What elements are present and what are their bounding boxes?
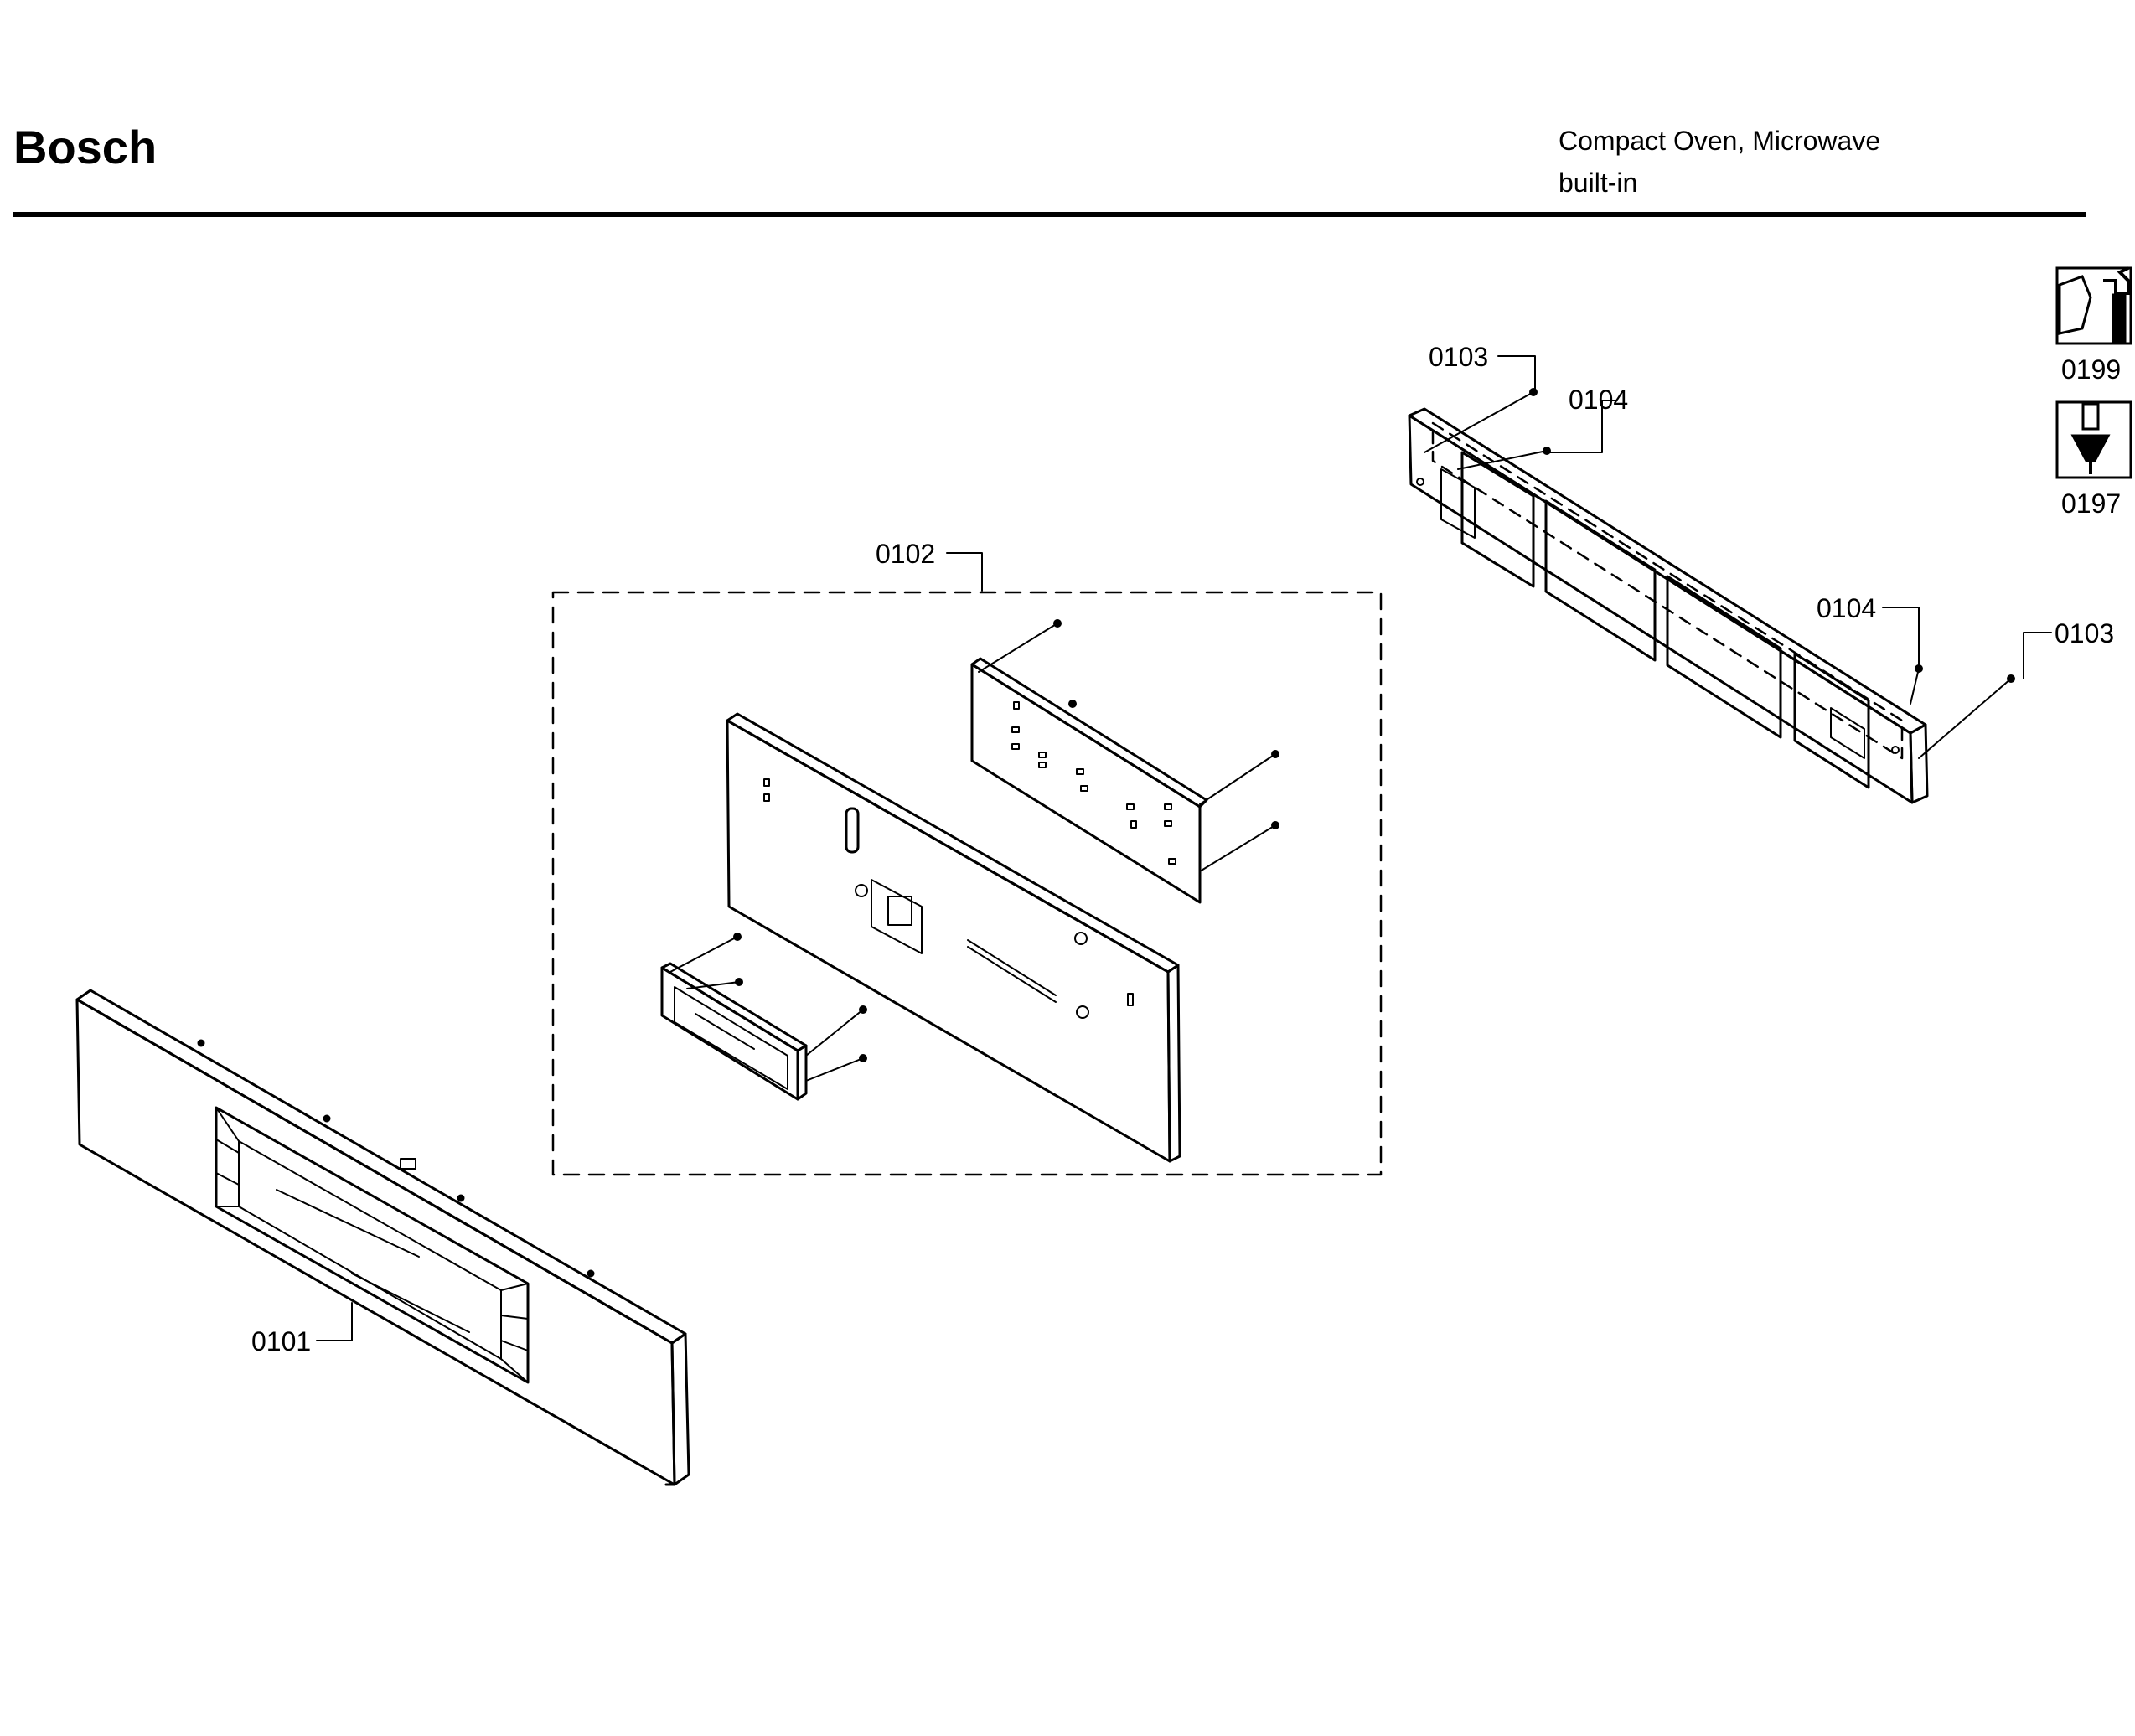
part-0101-fascia[interactable]: [75, 989, 690, 1486]
callout-0103-top: 0103: [1429, 342, 1488, 372]
product-subtitle: built-in: [1559, 168, 1638, 198]
part-0102-control-board[interactable]: [660, 619, 1279, 1163]
wrench-icon: [2055, 266, 2132, 345]
tool-label-0199: 0199: [2061, 354, 2121, 385]
part-0102-dashed-box: [551, 591, 1383, 1176]
screwdriver-icon: [2055, 400, 2132, 479]
product-title: Compact Oven, Microwave: [1559, 126, 1881, 156]
brand-name: Bosch: [13, 121, 158, 173]
callout-0104-top: 0104: [1569, 385, 1628, 415]
header-divider: [13, 212, 2086, 217]
callout-0102: 0102: [876, 539, 935, 569]
tool-label-0197: 0197: [2061, 488, 2121, 519]
mounting-frame[interactable]: [1408, 388, 2015, 804]
callout-0103-right: 0103: [2055, 618, 2114, 648]
callout-0104-right: 0104: [1817, 593, 1876, 623]
callout-0101: 0101: [251, 1326, 311, 1356]
